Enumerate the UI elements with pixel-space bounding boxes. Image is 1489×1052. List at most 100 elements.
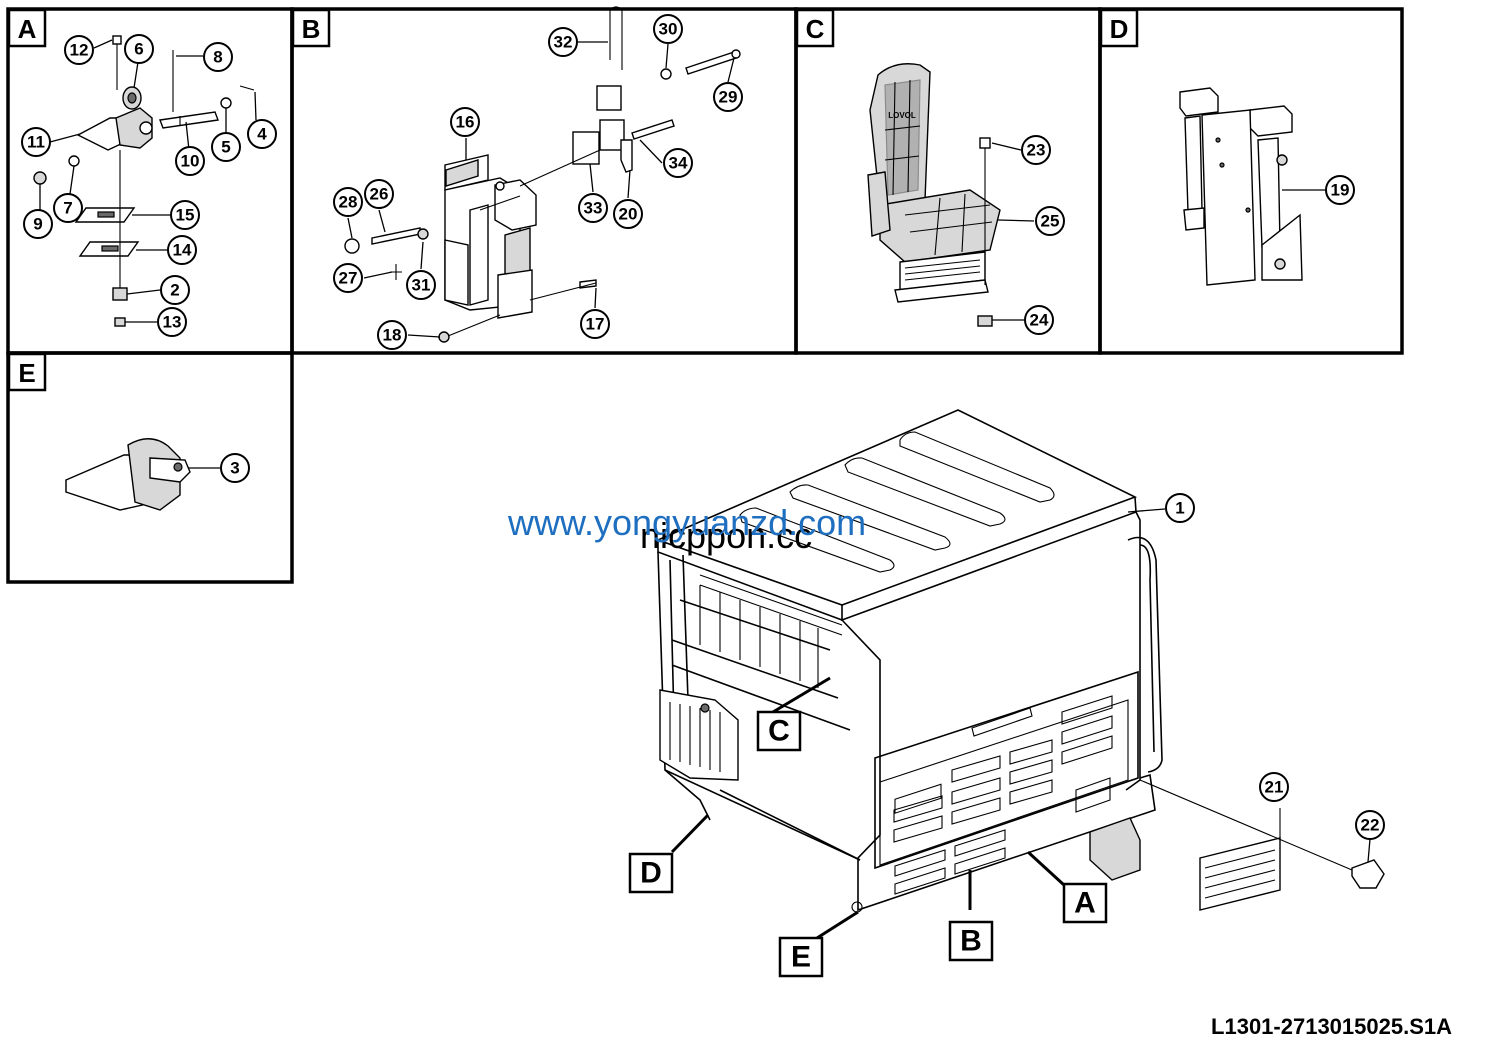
callout-30: 30	[653, 14, 683, 44]
panel-e-hinge	[65, 438, 191, 511]
view-label-a: A	[1062, 882, 1108, 924]
svg-text:16: 16	[456, 113, 475, 132]
callout-24: 24	[1024, 305, 1054, 335]
svg-text:1: 1	[1175, 499, 1184, 518]
svg-text:23: 23	[1027, 141, 1046, 160]
svg-text:12: 12	[70, 41, 89, 60]
svg-text:13: 13	[163, 313, 182, 332]
svg-text:27: 27	[339, 269, 358, 288]
svg-text:29: 29	[719, 88, 738, 107]
svg-text:15: 15	[176, 206, 195, 225]
callout-7: 7	[53, 193, 83, 223]
view-arrows	[670, 676, 1066, 940]
callout-26: 26	[364, 179, 394, 209]
svg-text:5: 5	[221, 138, 230, 157]
svg-text:A: A	[18, 14, 37, 44]
panel-a-leaders	[39, 39, 257, 323]
callout-20: 20	[613, 199, 643, 229]
rear-grille	[879, 695, 1129, 866]
callout-34: 34	[663, 148, 693, 178]
callout-32: 32	[548, 27, 578, 57]
svg-text:3: 3	[230, 459, 239, 478]
svg-text:17: 17	[586, 315, 605, 334]
callout-11: 11	[21, 127, 51, 157]
svg-text:8: 8	[213, 48, 222, 67]
svg-text:26: 26	[370, 185, 389, 204]
callout-12: 12	[64, 35, 94, 65]
callout-18: 18	[377, 320, 407, 350]
callout-16: 16	[450, 107, 480, 137]
document-code: L1301-2713015025.S1A	[1211, 1014, 1452, 1039]
panel-label-d: D	[1099, 8, 1139, 48]
callout-3: 3	[220, 453, 250, 483]
callout-19: 19	[1325, 175, 1355, 205]
callout-14: 14	[167, 235, 197, 265]
svg-text:25: 25	[1041, 212, 1060, 231]
svg-text:LOVOL: LOVOL	[888, 111, 916, 120]
panel-d-mount	[1179, 87, 1303, 286]
panel-b-leaders	[347, 41, 735, 338]
callout-29: 29	[713, 82, 743, 112]
svg-text:30: 30	[659, 20, 678, 39]
watermark-blue: www.yongyuanzd.com	[507, 502, 866, 543]
callout-6: 6	[124, 34, 154, 64]
svg-text:28: 28	[339, 193, 358, 212]
svg-text:21: 21	[1265, 778, 1284, 797]
callout-9: 9	[23, 209, 53, 239]
panel-label-a: A	[7, 8, 47, 48]
panel-a-parts	[33, 35, 255, 327]
svg-text:18: 18	[383, 326, 402, 345]
grille-panel-21	[1199, 808, 1281, 911]
svg-text:19: 19	[1331, 181, 1350, 200]
svg-text:C: C	[768, 715, 790, 748]
svg-text:31: 31	[412, 276, 431, 295]
callout-13: 13	[157, 307, 187, 337]
svg-text:22: 22	[1361, 816, 1380, 835]
panel-label-e: E	[7, 352, 47, 392]
svg-text:E: E	[791, 941, 811, 974]
callout-8: 8	[203, 42, 233, 72]
callout-15: 15	[170, 200, 200, 230]
callout-5: 5	[211, 132, 241, 162]
callout-10: 10	[175, 146, 205, 176]
panel-label-c: C	[795, 8, 835, 48]
callout-4: 4	[247, 119, 277, 149]
callout-33: 33	[578, 193, 608, 223]
svg-text:D: D	[1110, 14, 1129, 44]
callout-28: 28	[333, 187, 363, 217]
svg-text:34: 34	[669, 154, 688, 173]
callout-31: 31	[406, 270, 436, 300]
callout-27: 27	[333, 263, 363, 293]
callout-23: 23	[1021, 135, 1051, 165]
svg-text:10: 10	[181, 152, 200, 171]
panel-frames	[6, 7, 1404, 584]
callout-21: 21	[1259, 772, 1289, 802]
svg-text:7: 7	[63, 199, 72, 218]
svg-text:2: 2	[170, 281, 179, 300]
panel-c-leaders	[991, 142, 1035, 321]
svg-text:20: 20	[619, 205, 638, 224]
svg-text:4: 4	[257, 125, 267, 144]
svg-text:32: 32	[554, 33, 573, 52]
svg-text:6: 6	[134, 40, 143, 59]
svg-text:E: E	[18, 358, 35, 388]
view-label-d: D	[628, 852, 674, 894]
svg-text:D: D	[640, 857, 662, 890]
svg-text:B: B	[960, 925, 982, 958]
panel-b-parts	[344, 6, 741, 343]
panel-c-seat: LOVOL	[867, 63, 1001, 327]
watermark-black: nicppon.cc	[640, 515, 812, 556]
svg-text:14: 14	[173, 241, 192, 260]
view-label-e: E	[778, 936, 824, 978]
svg-text:9: 9	[33, 215, 42, 234]
callout-17: 17	[580, 309, 610, 339]
view-label-c: C	[756, 710, 802, 752]
callout-22: 22	[1355, 810, 1385, 840]
callout-25: 25	[1035, 206, 1065, 236]
cab-assembly	[655, 409, 1385, 913]
view-label-b: B	[948, 920, 994, 962]
callout-1: 1	[1165, 493, 1195, 523]
svg-text:11: 11	[27, 133, 45, 152]
svg-text:A: A	[1074, 887, 1096, 920]
